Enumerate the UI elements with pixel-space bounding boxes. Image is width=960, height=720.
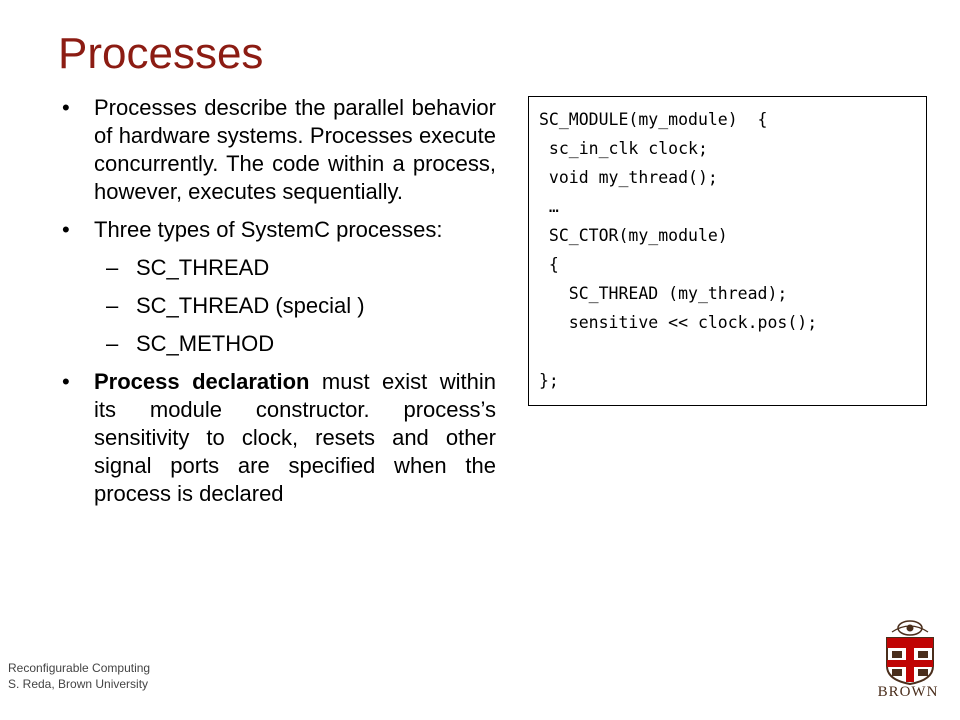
- bullet-text: Process declaration must exist within it…: [94, 368, 496, 508]
- bullet-text: Three types of SystemC processes:: [94, 217, 443, 242]
- footer: Reconfigurable Computing S. Reda, Brown …: [8, 660, 150, 692]
- dash-marker: –: [106, 293, 119, 318]
- code-line: };: [539, 371, 559, 390]
- bullet-text: Processes describe the parallel behavior…: [94, 95, 496, 204]
- list-item: – SC_METHOD: [94, 330, 496, 358]
- code-line: …: [539, 197, 559, 216]
- list-item-text: SC_THREAD: [136, 255, 270, 280]
- code-line: [539, 337, 926, 366]
- bullet-list: • Processes describe the parallel behavi…: [62, 94, 496, 518]
- list-item-text: SC_THREAD (special ): [136, 293, 365, 318]
- dash-marker: –: [106, 255, 119, 280]
- bullet-marker: •: [62, 95, 70, 120]
- code-snippet-box: SC_MODULE(my_module) { sc_in_clk clock; …: [528, 96, 927, 406]
- list-item: – SC_THREAD: [94, 254, 496, 282]
- bullet-process-types: • Three types of SystemC processes: – SC…: [62, 216, 496, 358]
- process-types-list: – SC_THREAD – SC_THREAD (special ) – SC_…: [94, 254, 496, 358]
- list-item-text: SC_METHOD: [136, 331, 275, 356]
- slide-title: Processes: [58, 29, 264, 78]
- bullet-text-rest: must exist within its module constructor…: [94, 369, 496, 506]
- footer-author: S. Reda, Brown University: [8, 677, 149, 691]
- brown-university-shield-icon: [886, 620, 934, 686]
- code-line: sensitive << clock.pos();: [539, 313, 818, 332]
- bullet-process-declaration: • Process declaration must exist within …: [62, 368, 496, 508]
- bullet-processes-description: • Processes describe the parallel behavi…: [62, 94, 496, 206]
- bullet-marker: •: [62, 217, 70, 242]
- dash-marker: –: [106, 331, 119, 356]
- bullet-marker: •: [62, 369, 70, 394]
- bold-term: Process declaration: [94, 369, 310, 394]
- code-line: SC_MODULE(my_module) {: [539, 110, 768, 129]
- brown-logo-wordmark: BROWN: [877, 684, 939, 700]
- code-line: {: [539, 255, 559, 274]
- code-line: sc_in_clk clock;: [539, 139, 708, 158]
- footer-course: Reconfigurable Computing: [8, 661, 151, 675]
- code-line: SC_CTOR(my_module): [539, 226, 728, 245]
- code-line: SC_THREAD (my_thread);: [539, 284, 788, 303]
- code-line: void my_thread();: [539, 168, 718, 187]
- list-item: – SC_THREAD (special ): [94, 292, 496, 320]
